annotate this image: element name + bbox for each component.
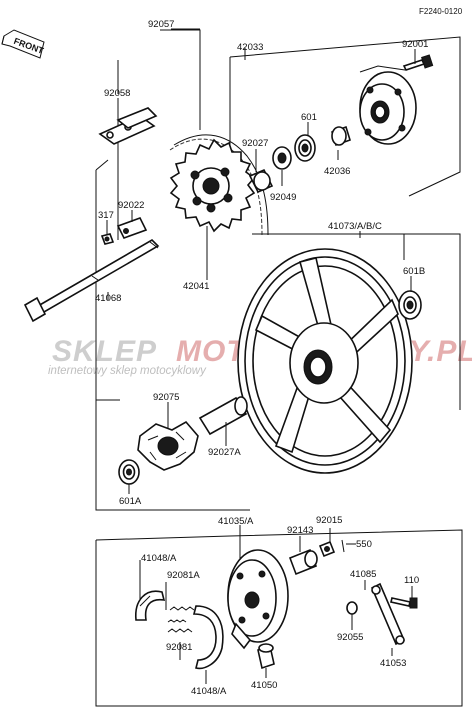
label-41048A-lower: 41048/A bbox=[191, 686, 227, 697]
collar-92143 bbox=[288, 548, 318, 576]
front-arrow-icon: FRONT bbox=[1, 29, 45, 59]
rear-axle bbox=[23, 238, 160, 323]
label-92143: 92143 bbox=[287, 525, 313, 536]
label-92081A: 92081A bbox=[167, 570, 200, 581]
label-92027: 92027 bbox=[242, 138, 268, 149]
label-92081: 92081 bbox=[166, 642, 192, 653]
bearing-601A bbox=[118, 459, 140, 485]
sprocket-coupling bbox=[359, 65, 417, 145]
rear-wheel bbox=[237, 248, 413, 474]
label-601: 601 bbox=[301, 112, 317, 123]
bottom-group-bracket bbox=[95, 528, 463, 707]
cotter-pin-550 bbox=[341, 539, 345, 553]
watermark-brand-left: SKLEP bbox=[52, 335, 157, 368]
label-92057: 92057 bbox=[148, 19, 174, 30]
label-92049: 92049 bbox=[270, 192, 296, 203]
label-42033: 42033 bbox=[237, 42, 263, 53]
label-41035: 41035/A bbox=[218, 516, 254, 527]
label-110: 110 bbox=[404, 575, 419, 586]
brake-shoe-lower bbox=[192, 605, 224, 670]
label-42041: 42041 bbox=[183, 281, 209, 292]
washer-92055 bbox=[346, 601, 358, 615]
label-92022: 92022 bbox=[118, 200, 144, 211]
label-601A: 601A bbox=[119, 496, 142, 507]
label-41050: 41050 bbox=[251, 680, 277, 691]
bolt-110 bbox=[390, 597, 418, 609]
label-601B: 601B bbox=[403, 266, 425, 277]
label-41048A: 41048/A bbox=[141, 553, 177, 564]
nut-317 bbox=[100, 233, 115, 245]
brake-cam bbox=[257, 643, 275, 670]
torque-link bbox=[370, 582, 406, 646]
bearing-601B bbox=[398, 290, 422, 320]
wheel-damper bbox=[137, 420, 199, 471]
leader-lines bbox=[106, 28, 416, 684]
nut-92015 bbox=[318, 540, 336, 558]
label-41085: 41085 bbox=[350, 569, 376, 580]
chain-master-link bbox=[98, 107, 158, 145]
drive-chain bbox=[169, 134, 269, 236]
label-92075: 92075 bbox=[153, 392, 179, 403]
chain-adjuster-92022 bbox=[116, 217, 148, 239]
watermark-tagline: internetowy sklep motocyklowy bbox=[48, 365, 207, 377]
spacer-92027A bbox=[198, 396, 248, 436]
label-317: 317 bbox=[98, 210, 114, 221]
label-41068: 41068 bbox=[95, 293, 121, 304]
spacer-42036 bbox=[331, 125, 351, 147]
brake-springs bbox=[167, 606, 195, 633]
label-92058: 92058 bbox=[104, 88, 130, 99]
bolt-92001 bbox=[402, 54, 434, 71]
middle-group-bracket bbox=[95, 233, 461, 511]
reference-code: F2240-0120 bbox=[419, 7, 463, 16]
label-41053: 41053 bbox=[380, 658, 406, 669]
label-41073: 41073/A/B/C bbox=[328, 221, 382, 232]
label-92027A: 92027A bbox=[208, 447, 241, 458]
brake-shoe-upper bbox=[135, 590, 166, 621]
label-42036: 42036 bbox=[324, 166, 350, 177]
collar-92049 bbox=[272, 146, 292, 170]
spacer-92027 bbox=[248, 168, 274, 194]
bearing-601 bbox=[294, 134, 316, 162]
label-92001: 92001 bbox=[402, 39, 428, 50]
rear-sprocket bbox=[169, 138, 256, 233]
label-92055: 92055 bbox=[337, 632, 363, 643]
label-550: 550 bbox=[356, 539, 372, 550]
label-92015: 92015 bbox=[316, 515, 342, 526]
brake-panel bbox=[227, 549, 289, 650]
part-labels: 92057 42033 92001 92058 601 92027 42036 … bbox=[95, 19, 428, 697]
